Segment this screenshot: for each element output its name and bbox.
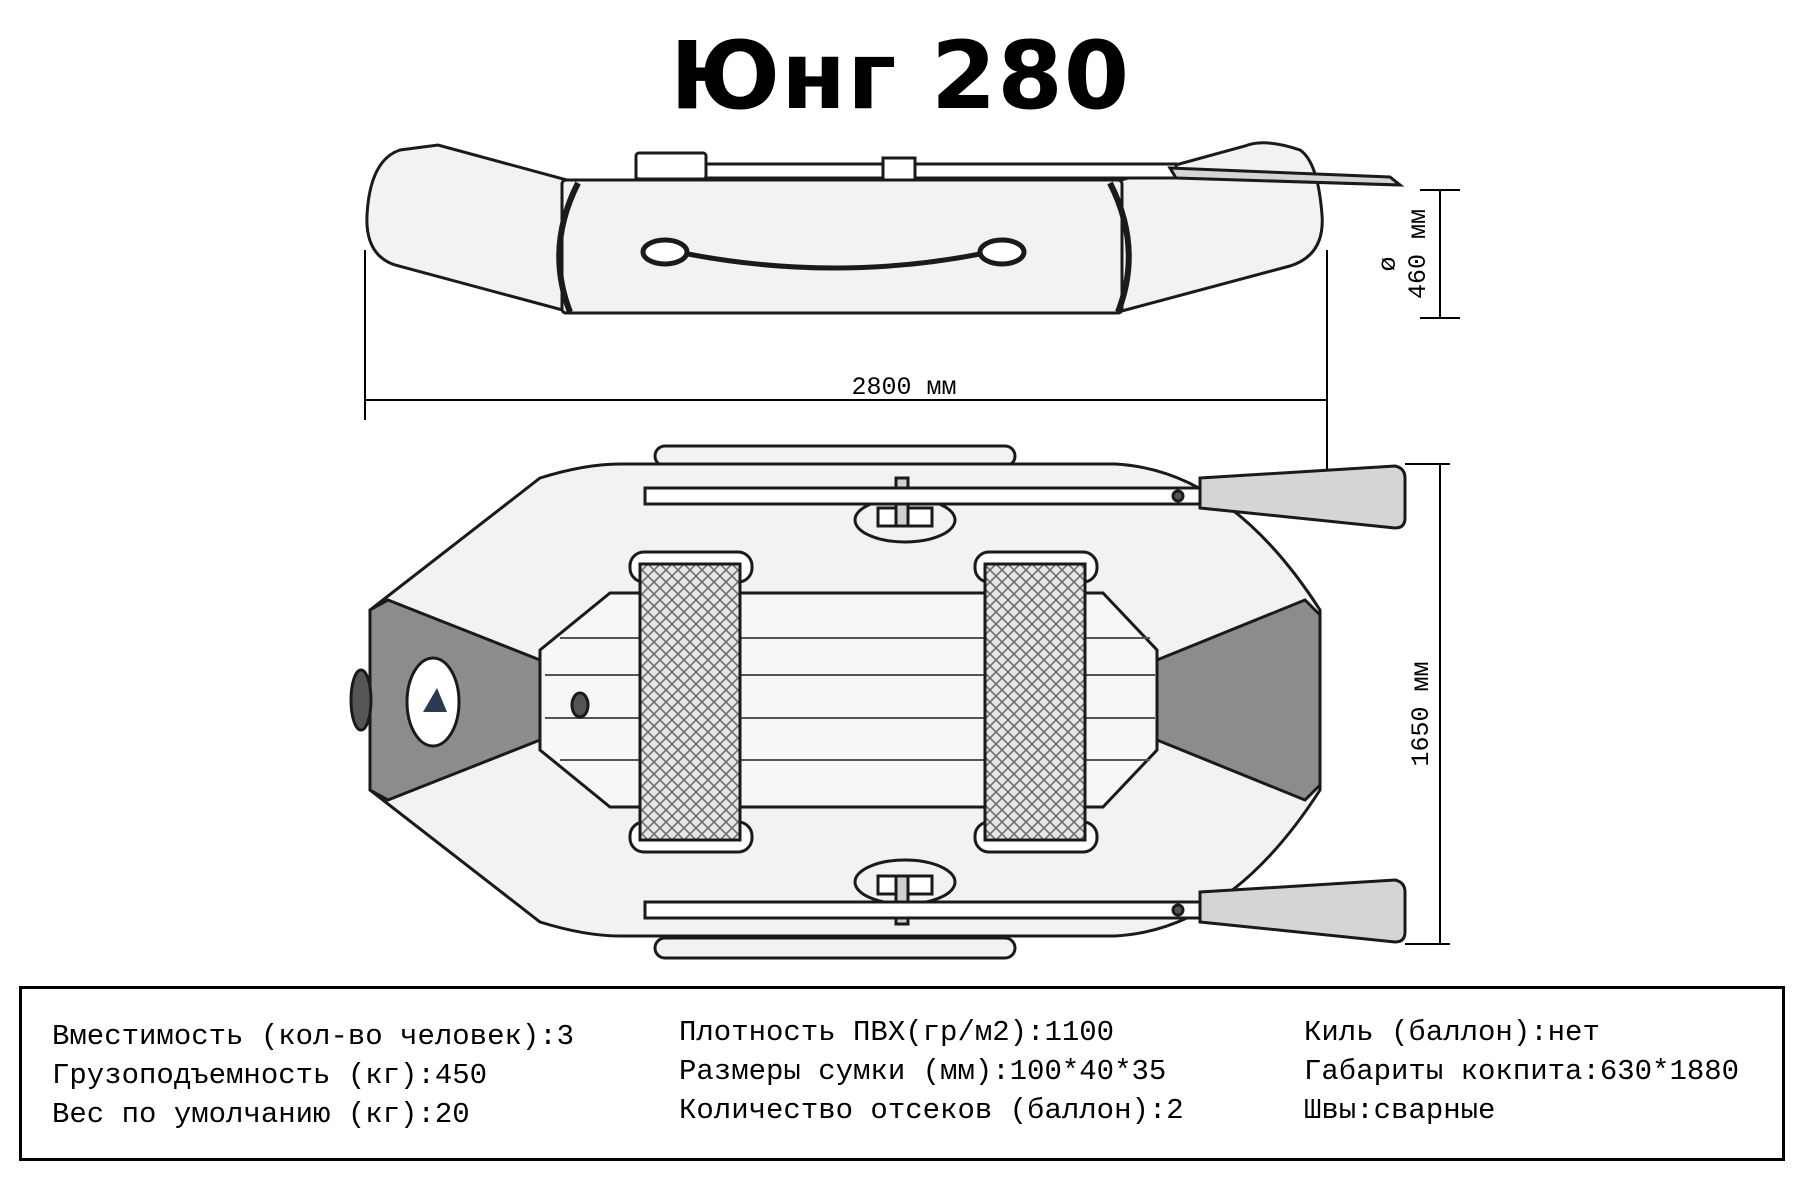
spec-column-2: Плотность ПВХ(гр/м2):1100 Размеры сумки … xyxy=(679,1013,1184,1130)
spec-cockpit-size: Габариты кокпита:630*1880 xyxy=(1304,1055,1740,1088)
spec-weight: Вес по умолчанию (кг):20 xyxy=(52,1098,470,1131)
spec-bag-size: Размеры сумки (мм):100*40*35 xyxy=(679,1055,1167,1088)
spec-table: Вместимость (кол-во человек):3 Грузоподъ… xyxy=(19,986,1785,1161)
width-label: 1650 мм xyxy=(1407,661,1436,766)
spec-capacity: Вместимость (кол-во человек):3 xyxy=(52,1020,575,1053)
oar-upper xyxy=(643,464,1407,530)
page-title: Юнг 280 xyxy=(669,22,1131,131)
spec-keel: Киль (баллон):нет xyxy=(1304,1016,1600,1049)
seat-stern xyxy=(628,550,754,854)
top-view xyxy=(349,444,1407,960)
spec-load: Грузоподъемность (кг):450 xyxy=(52,1059,488,1092)
side-view xyxy=(365,141,1405,315)
spec-column-1: Вместимость (кол-во человек):3 Грузоподъ… xyxy=(52,1017,574,1134)
side-oar-handle xyxy=(634,151,708,181)
length-dimension xyxy=(364,250,1328,470)
bow-panel xyxy=(1155,598,1322,802)
side-bow-cone xyxy=(1108,141,1324,314)
side-oarlock xyxy=(881,156,917,182)
spec-pvc-density: Плотность ПВХ(гр/м2):1100 xyxy=(679,1016,1115,1049)
spec-seams: Швы:сварные xyxy=(1304,1094,1496,1127)
diameter-dimension xyxy=(1420,189,1460,319)
oar-lower xyxy=(643,878,1407,944)
boat-drawing: ø 460 мм 2800 мм xyxy=(349,141,1460,960)
width-dimension xyxy=(1405,463,1450,945)
length-label: 2800 мм xyxy=(851,373,956,402)
spec-compartments: Количество отсеков (баллон):2 xyxy=(679,1094,1184,1127)
seat-bow xyxy=(973,550,1099,854)
tube-diameter-symbol: ø xyxy=(1374,256,1403,271)
side-stern-cone xyxy=(365,143,580,314)
tube-diameter-label: 460 мм xyxy=(1404,209,1433,299)
side-oar-blade xyxy=(1167,166,1405,187)
spec-column-3: Киль (баллон):нет Габариты кокпита:630*1… xyxy=(1304,1013,1739,1130)
